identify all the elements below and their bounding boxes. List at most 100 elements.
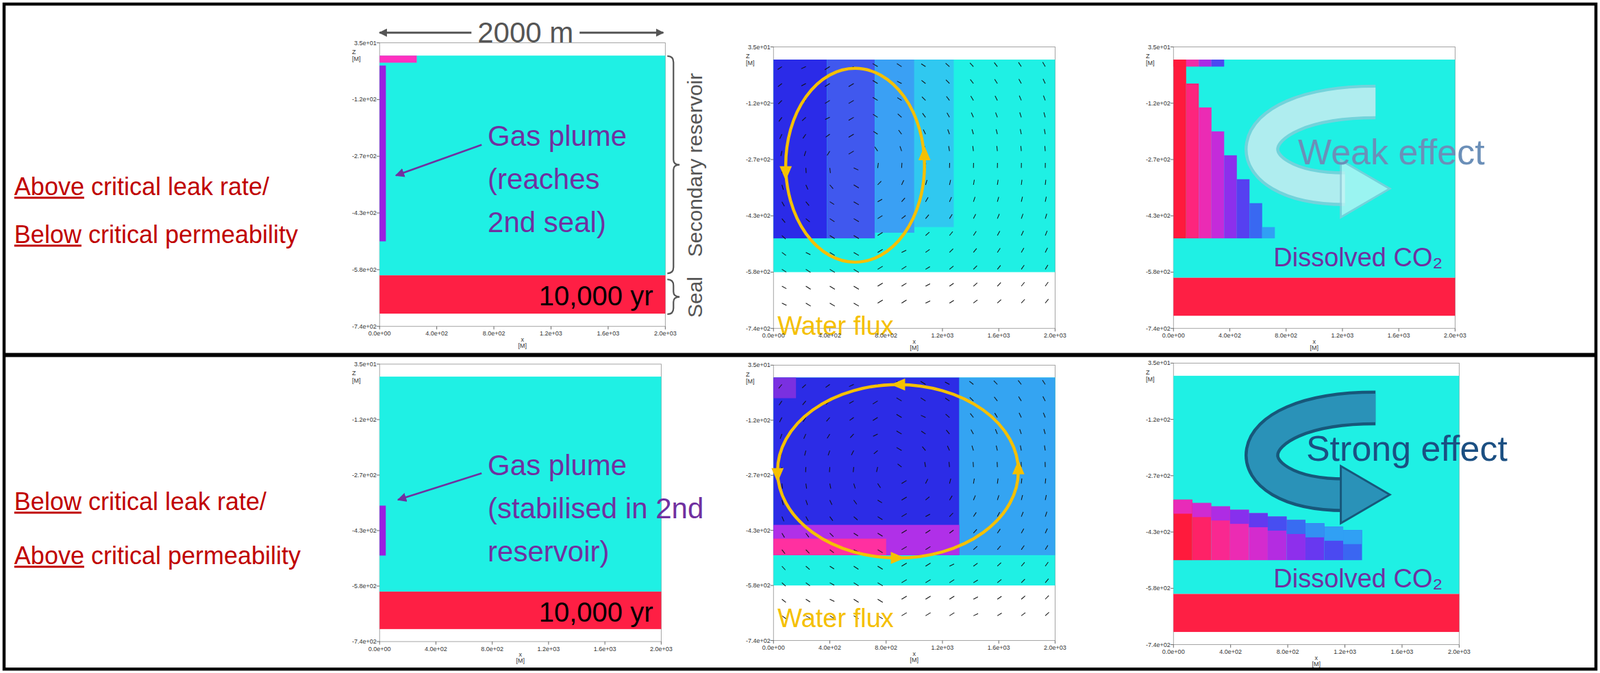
- flux-vector: [802, 117, 806, 121]
- dissolved-co2: [1173, 59, 1187, 239]
- dissolved-co2: [1210, 506, 1231, 522]
- flux-vector: [949, 530, 954, 533]
- flux-vector: [849, 384, 855, 387]
- flux-vector: [848, 100, 854, 104]
- flux-vector: [901, 197, 905, 203]
- flux-vector: [901, 596, 907, 600]
- flux-vector: [898, 130, 902, 135]
- axis-label: 4.0e+02: [1219, 648, 1242, 656]
- flux-vector: [996, 462, 998, 468]
- flux-vector: [830, 235, 835, 239]
- flux-vector: [801, 66, 807, 69]
- gas-plume-top: [379, 55, 417, 63]
- flux-vector: [945, 382, 950, 385]
- axis-label: -5.8e+02: [352, 266, 377, 274]
- flux-vector: [830, 483, 831, 489]
- flux-vector: [1021, 265, 1024, 270]
- flux-vector: [973, 597, 979, 600]
- flux-vector: [830, 500, 833, 505]
- axis-label: 4.0e+02: [425, 330, 448, 337]
- flux-vector: [997, 180, 998, 185]
- flux-vector: [872, 417, 878, 421]
- plot-frame: [1173, 47, 1455, 329]
- flux-vector: [806, 252, 811, 255]
- flux-vector: [806, 202, 810, 207]
- flux-vector: [853, 252, 859, 256]
- axis-label: -2.7e+02: [1145, 472, 1171, 480]
- flux-vector: [901, 613, 907, 616]
- tick: [1170, 363, 1174, 364]
- axis-label: -1.2e+02: [745, 417, 771, 424]
- flux-vector: [853, 303, 859, 307]
- flux-vector: [782, 184, 784, 190]
- reservoir-fill: [1173, 376, 1459, 595]
- time-label: 10,000 yr: [539, 280, 654, 312]
- axis-label: 4.0e+02: [424, 645, 448, 653]
- axis-label: 1.2e+03: [537, 645, 561, 653]
- tick: [376, 474, 380, 476]
- flux-vector: [872, 80, 878, 84]
- axis-label: -1.2e+02: [352, 95, 377, 103]
- flux-vector: [973, 495, 976, 501]
- flux-vector: [853, 202, 859, 205]
- brace: [667, 56, 680, 274]
- flux-vector: [877, 266, 883, 270]
- flux-vector: [874, 147, 878, 152]
- flux-vector: [948, 462, 950, 468]
- flux-vector: [949, 513, 953, 517]
- plot-frame: [1173, 363, 1459, 645]
- flux-vector: [825, 117, 831, 120]
- flux-vector: [997, 282, 1001, 287]
- flux-vectors: [778, 380, 1050, 620]
- flux-vector: [972, 462, 974, 468]
- flux-vector: [994, 62, 998, 67]
- axis-label: x: [913, 338, 917, 346]
- tick: [1054, 641, 1056, 644]
- axis-label: -7.4e+02: [745, 636, 771, 644]
- flux-vector: [901, 563, 907, 567]
- plume-note: Gas plume (stabilised in 2nd reservoir): [487, 443, 714, 573]
- axis-label: Z: [745, 371, 750, 379]
- tick: [1229, 328, 1231, 332]
- tick: [770, 475, 774, 477]
- axis-label: 1.6e+03: [1391, 648, 1414, 656]
- dissolved-co2: [1173, 500, 1193, 515]
- flux-vector: [921, 415, 927, 418]
- flux-vector: [1021, 528, 1024, 534]
- flux-vector: [925, 514, 931, 518]
- tick: [376, 213, 380, 214]
- condition-label: Above: [14, 541, 85, 570]
- flux-vector: [877, 500, 882, 503]
- flux-vector: [853, 566, 859, 570]
- velocity-field: [773, 377, 959, 555]
- gas-plume: [379, 65, 386, 242]
- plume-note: Gas plume (reaches 2nd seal): [487, 113, 653, 244]
- flux-vector: [949, 495, 953, 500]
- flux-vector: [830, 533, 834, 537]
- flux-vector: [973, 512, 977, 517]
- dissolved-co2: [1324, 526, 1344, 542]
- tick: [770, 215, 774, 217]
- flux-vector: [853, 286, 859, 290]
- flux-vector: [997, 563, 1001, 567]
- dissolved-front: [773, 525, 959, 556]
- tick: [1287, 645, 1289, 648]
- flux-vector: [901, 250, 907, 253]
- flux-vector: [806, 286, 811, 290]
- flux-vector: [970, 413, 974, 418]
- tick: [1170, 644, 1174, 646]
- flux-vector: [782, 517, 785, 522]
- axis-label: [M]: [910, 344, 920, 352]
- axis-label: 3.5e+01: [1147, 359, 1171, 367]
- flux-vector: [877, 517, 883, 520]
- panel-label: Dissolved CO₂: [1273, 564, 1443, 595]
- flux-vector: [782, 500, 784, 505]
- flux-vector: [997, 230, 1000, 236]
- dissolved-co2: [1286, 519, 1306, 561]
- axis-label: 3.5e+01: [1147, 43, 1171, 50]
- flux-vector: [877, 300, 883, 303]
- flux-vector: [850, 434, 854, 438]
- flux-vector: [922, 113, 926, 118]
- flux-vector: [920, 381, 926, 385]
- axis-label: 0.0e+00: [762, 332, 785, 340]
